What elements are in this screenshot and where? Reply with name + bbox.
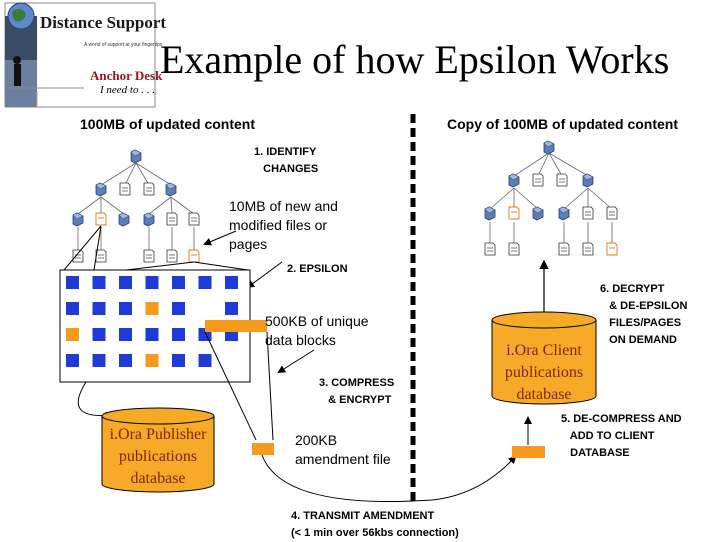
data-block — [92, 328, 106, 341]
data-block — [92, 302, 106, 315]
data-block — [172, 328, 185, 341]
logo-anchor-desk: Anchor Desk — [90, 68, 163, 83]
left-header: 100MB of updated content — [80, 116, 256, 132]
step-decrypt-label: 6. DECRYPT & DE-EPSILON FILES/PAGES ON D… — [600, 283, 688, 346]
slide-title: Example of how Epsilon Works — [160, 37, 670, 82]
data-block — [92, 276, 106, 289]
data-block — [172, 302, 185, 315]
data-block — [119, 328, 132, 341]
new-files-label: 10MB of new and modified files or pages — [229, 198, 338, 252]
logo-subtitle: A world of support at your fingertips — [84, 42, 163, 48]
unique-data-block — [66, 328, 79, 341]
left-file-tree — [72, 149, 200, 263]
unique-data-block — [145, 302, 159, 315]
data-block — [66, 276, 79, 289]
unique-blocks-label: 500KB of unique data blocks — [265, 313, 369, 348]
publisher-database-label: i.Ora Publisher publications database — [109, 426, 207, 487]
step-compress-label: 3. COMPRESS & ENCRYPT — [319, 377, 395, 406]
right-header: Copy of 100MB of updated content — [447, 116, 678, 132]
data-block — [198, 354, 212, 367]
step-decompress-label: 5. DE-COMPRESS AND ADD TO CLIENT DATABAS… — [561, 413, 682, 459]
data-block — [145, 276, 159, 289]
data-block — [172, 276, 185, 289]
data-block — [172, 354, 185, 367]
unique-block-bar — [205, 320, 267, 332]
step-transmit-label: 4. TRANSMIT AMENDMENT — [291, 510, 435, 522]
step-epsilon-label: 2. EPSILON — [287, 263, 348, 275]
step-transmit-detail: (< 1 min over 56kbs connection) — [291, 527, 459, 539]
logo-tagline: I need to . . . — [100, 84, 155, 96]
data-block — [66, 302, 79, 315]
publisher-database-cylinder — [101, 407, 215, 493]
right-file-tree — [484, 140, 618, 256]
data-block — [198, 276, 212, 289]
received-amendment-block — [512, 446, 545, 458]
data-block — [145, 328, 159, 341]
data-block — [119, 302, 132, 315]
amendment-block — [252, 443, 274, 455]
data-block — [119, 354, 132, 367]
amendment-label: 200KB amendment file — [295, 432, 391, 467]
data-block — [92, 354, 106, 367]
client-database-cylinder — [491, 311, 597, 405]
data-block — [66, 354, 79, 367]
logo-title: Distance Support — [40, 13, 167, 32]
client-database-label: i.Ora Client publications database — [504, 342, 584, 403]
step-identify-label: 1. IDENTIFY CHANGES — [254, 146, 319, 175]
unique-data-block — [145, 354, 159, 367]
distance-support-logo — [4, 2, 156, 108]
data-block — [119, 276, 132, 289]
data-block — [225, 276, 238, 289]
data-block — [225, 302, 238, 315]
